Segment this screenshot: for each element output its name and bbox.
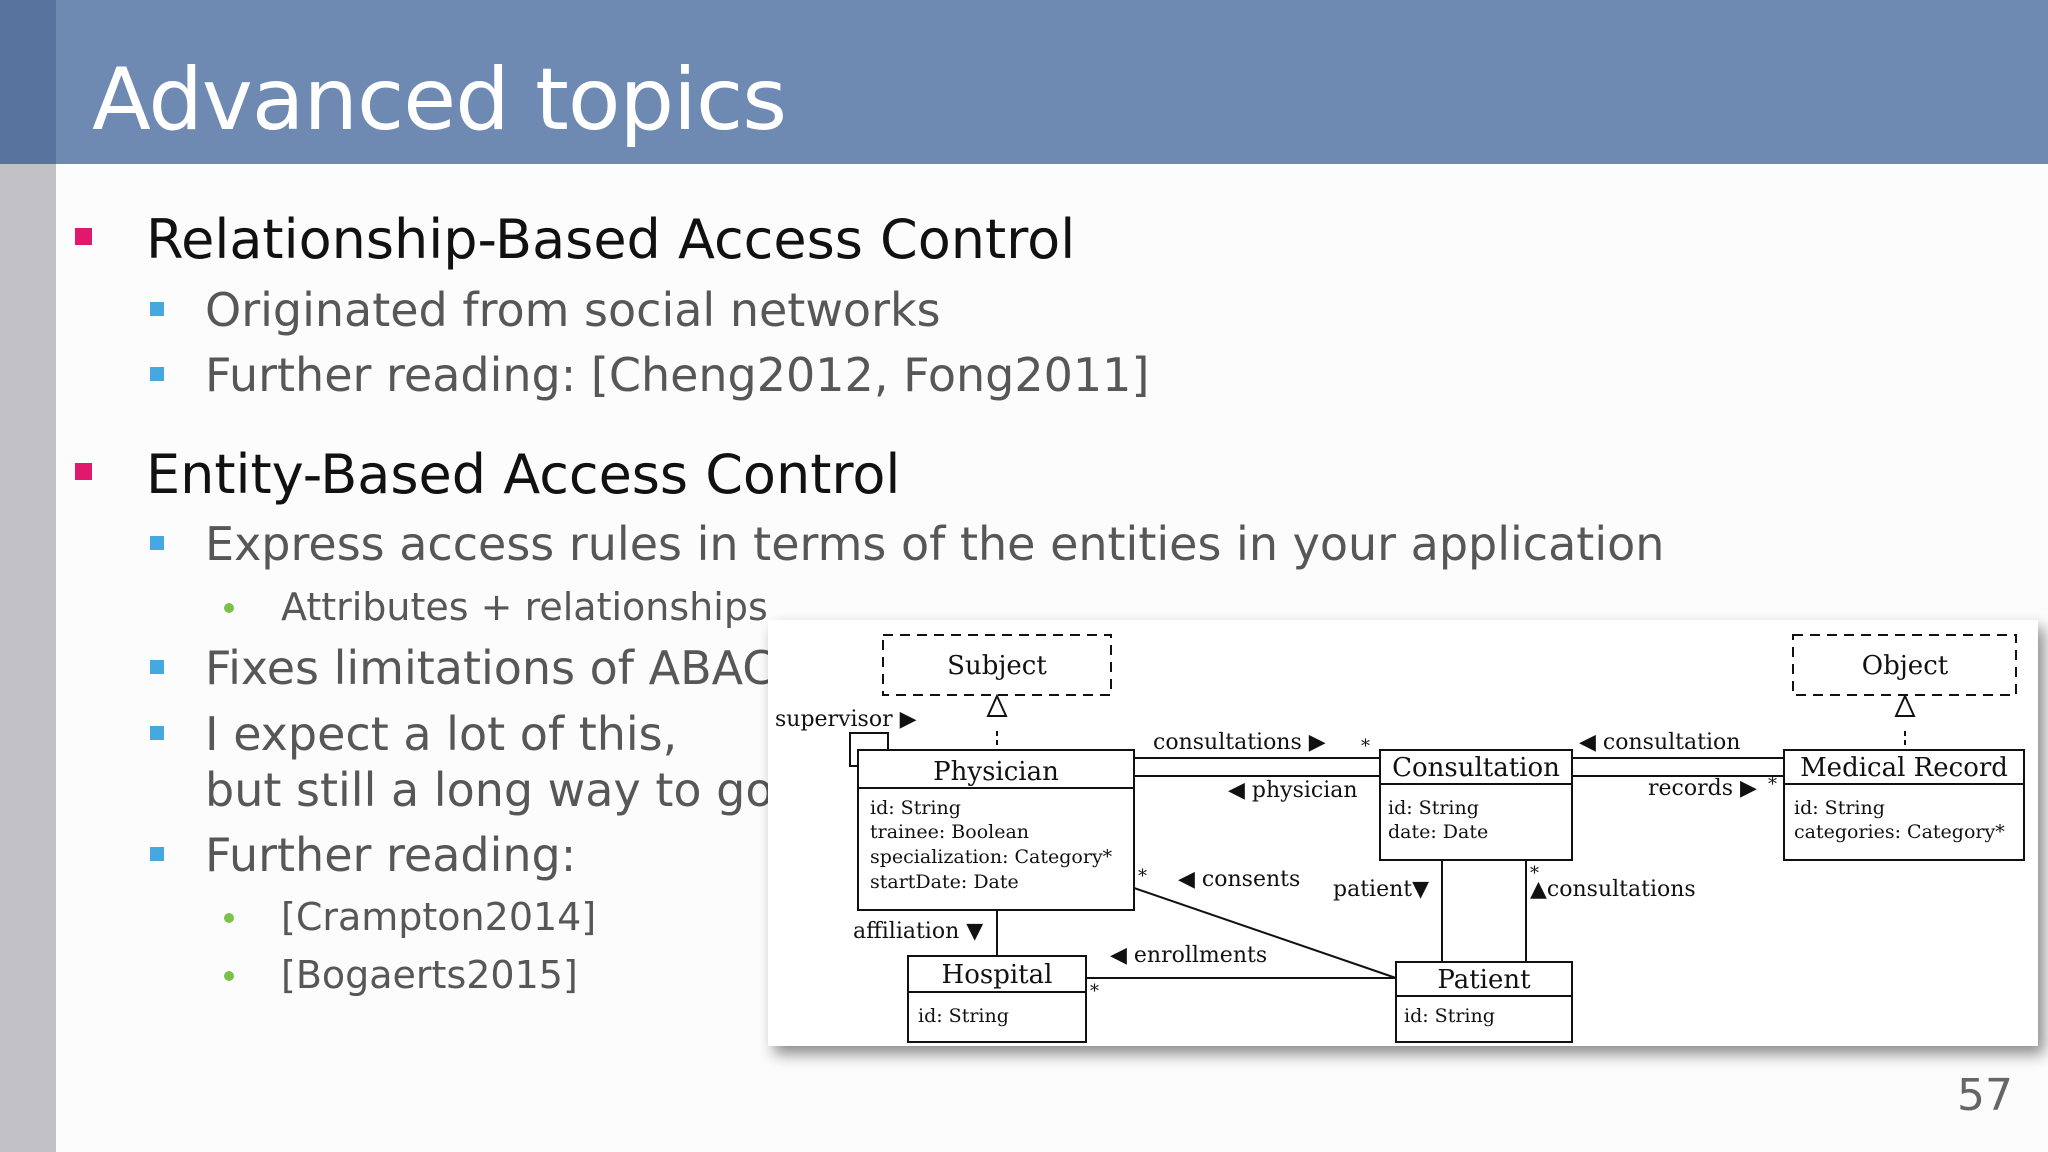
- supervisor-label: supervisor ▶: [775, 707, 917, 732]
- bullet-square-icon: [150, 302, 164, 316]
- multiplicity-label: *: [1138, 866, 1147, 887]
- uml-diagram: Subject Object Physician Consultation Me…: [775, 634, 2025, 1043]
- title-banner: [56, 0, 2048, 164]
- consultation-class-name: Consultation: [1392, 753, 1560, 783]
- consultations-up-label: ▲consultations: [1530, 877, 1696, 902]
- bullet-square-icon: [75, 228, 92, 245]
- slide-title: Advanced topics: [92, 50, 787, 150]
- bullet-ebac-fixes: Fixes limitations of ABAC: [205, 641, 775, 695]
- bullet-ebac-expect-1: I expect a lot of this,: [205, 707, 678, 761]
- bullet-rebac-origin: Originated from social networks: [205, 283, 941, 337]
- consultation-attr: date: Date: [1388, 821, 1488, 843]
- bullet-square-icon: [150, 726, 164, 740]
- generalization-arrow-icon: [986, 693, 1008, 717]
- patient-attr: id: String: [1404, 1005, 1495, 1027]
- patient-class-name: Patient: [1437, 965, 1531, 995]
- hospital-class-name: Hospital: [942, 960, 1053, 990]
- patient-role-label: patient▼: [1333, 877, 1429, 902]
- bullet-dot-icon: [224, 603, 234, 613]
- physician-attr: startDate: Date: [870, 871, 1019, 893]
- page-number: 57: [1957, 1070, 2013, 1121]
- affiliation-label: affiliation ▼: [853, 919, 983, 944]
- bullet-ebac-expect-2: but still a long way to go: [205, 763, 774, 817]
- consultations-label: consultations ▶: [1153, 730, 1326, 755]
- bullet-ebac: Entity-Based Access Control: [146, 443, 901, 506]
- enrollments-label: ◀ enrollments: [1110, 943, 1267, 968]
- bullet-ebac-express: Express access rules in terms of the ent…: [205, 517, 1665, 571]
- medical-record-class-box: [1783, 749, 2025, 861]
- physician-class-name: Physician: [933, 757, 1059, 787]
- bullet-ebac-attrs: Attributes + relationships: [281, 585, 768, 629]
- bullet-square-icon: [150, 847, 164, 861]
- multiplicity-label: *: [1768, 774, 1777, 795]
- bullet-ebac-reading: Further reading:: [205, 828, 577, 882]
- bullet-square-icon: [75, 463, 92, 480]
- multiplicity-label: *: [1530, 863, 1539, 884]
- uml-diagram-figure: Subject Object Physician Consultation Me…: [768, 620, 2038, 1046]
- bullet-rebac: Relationship-Based Access Control: [146, 208, 1076, 271]
- medical-record-attr: id: String: [1794, 797, 1885, 819]
- patient-class-box: [1395, 961, 1573, 1043]
- bullet-square-icon: [150, 536, 164, 550]
- object-class-name: Object: [1862, 651, 1949, 681]
- records-label: records ▶: [1648, 776, 1757, 801]
- subject-class-box: [882, 634, 1112, 696]
- physician-attr: id: String: [870, 797, 961, 819]
- reference-bogaerts: [Bogaerts2015]: [281, 953, 578, 997]
- bullet-square-icon: [150, 367, 164, 381]
- consultation-attr: id: String: [1388, 797, 1479, 819]
- generalization-arrow-icon: [1894, 693, 1916, 717]
- bullet-dot-icon: [224, 913, 234, 923]
- medical-record-attr: categories: Category*: [1794, 821, 2005, 843]
- medical-record-class-name: Medical Record: [1800, 753, 2008, 783]
- subject-class-name: Subject: [947, 651, 1047, 681]
- multiplicity-label: *: [1361, 736, 1370, 757]
- physician-role-label: ◀ physician: [1228, 778, 1358, 803]
- consultation-role-label: ◀ consultation: [1579, 730, 1740, 755]
- bullet-dot-icon: [224, 971, 234, 981]
- physician-attr: trainee: Boolean: [870, 821, 1029, 843]
- hospital-attr: id: String: [918, 1005, 1009, 1027]
- left-accent-bar: [0, 0, 56, 1152]
- consultation-class-box: [1379, 749, 1573, 861]
- bullet-rebac-reading: Further reading: [Cheng2012, Fong2011]: [205, 348, 1150, 402]
- reference-crampton: [Crampton2014]: [281, 895, 597, 939]
- bullet-square-icon: [150, 660, 164, 674]
- left-accent-bar-top: [0, 0, 56, 164]
- multiplicity-label: *: [1090, 981, 1099, 1002]
- consents-label: ◀ consents: [1178, 867, 1300, 892]
- physician-attr: specialization: Category*: [870, 846, 1113, 868]
